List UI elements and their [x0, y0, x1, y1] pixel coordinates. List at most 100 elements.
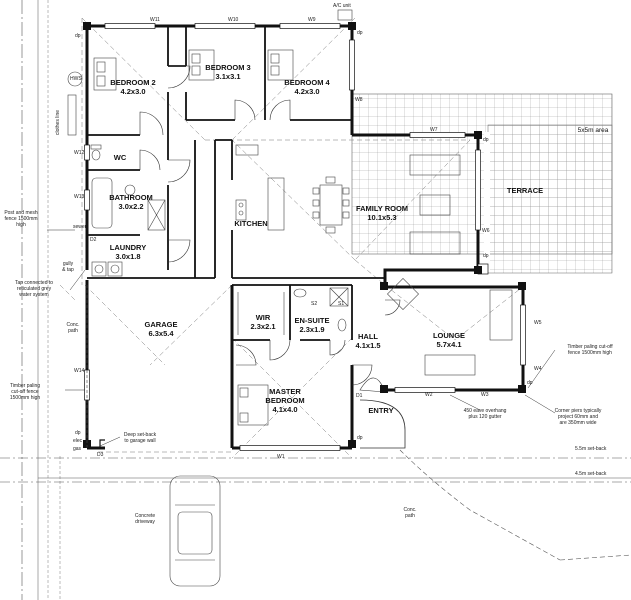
family-size: 10.1x5.3: [367, 213, 397, 222]
note-line: to garage wall: [124, 438, 156, 444]
setback-45: 4.5m set-back: [575, 471, 607, 477]
hws-note: HWS: [70, 76, 82, 82]
gully-note: gully& tap: [62, 261, 74, 273]
note-line: Corner piers typically: [554, 408, 602, 414]
wir-size: 2.3x2.1: [250, 322, 276, 331]
tag-w10: W10: [228, 17, 239, 23]
tag-w9: W9: [308, 17, 316, 23]
bedroom3-name: BEDROOM 3: [205, 63, 251, 72]
note-line: gully: [62, 261, 74, 267]
ensuite-name: EN-SUITE: [294, 316, 330, 325]
note-line: Concrete: [134, 513, 156, 519]
bedroom4-name: BEDROOM 4: [284, 78, 330, 87]
tag-w7: W7: [430, 127, 438, 133]
tag-dp7: dp: [75, 430, 81, 436]
wc-label: WC: [114, 153, 127, 162]
note-line: path: [405, 513, 415, 519]
garage-step: [87, 439, 105, 449]
garage-name: GARAGE: [144, 320, 178, 329]
tag-d2: D2: [90, 237, 97, 243]
terrace-label: TERRACE: [507, 186, 543, 195]
tag-w4: W4: [534, 366, 542, 372]
garage-size: 6.3x5.4: [148, 329, 174, 338]
tag-w11: W11: [150, 17, 160, 23]
note-line: reticulated grey: [16, 286, 52, 292]
note-line: Post and mesh: [4, 210, 38, 216]
note-line: fence 1500mm high: [568, 350, 612, 356]
tag-dp4: dp: [483, 253, 489, 259]
lounge-size: 5.7x4.1: [436, 340, 462, 349]
kitchen-name: KITCHEN: [234, 219, 268, 228]
note-line: driveway: [135, 519, 155, 525]
note-line: & tap: [62, 267, 74, 273]
entry-porch: [359, 399, 406, 449]
note-line: high: [16, 222, 26, 228]
note-line: plus 120 gutter: [468, 414, 502, 420]
clothes-note: clothes line: [55, 109, 61, 135]
hall-size: 4.1x1.5: [355, 341, 381, 350]
wir-name: WIR: [255, 313, 271, 322]
tag-w13: W13: [74, 194, 85, 200]
tag-d3: D3: [97, 452, 104, 458]
tag-dp1: dp: [75, 33, 81, 39]
kitchen-label: KITCHEN: [234, 219, 267, 228]
entry-name: ENTRY: [368, 406, 394, 415]
tag-sewer: sewer: [73, 224, 87, 230]
note-line: Tap connected to: [14, 280, 54, 286]
tag-w5: W5: [534, 320, 542, 326]
laundry-size: 3.0x1.8: [115, 252, 141, 261]
note-line: are 350mm wide: [559, 420, 597, 426]
wc-name: WC: [113, 153, 127, 162]
doors: [139, 65, 401, 393]
tag-dp2: dp: [357, 30, 363, 36]
bathroom-name: BATHROOM: [109, 193, 153, 202]
bedroom2-name: BEDROOM 2: [110, 78, 156, 87]
tag-w1: W1: [277, 454, 285, 460]
note-line: project 60mm and: [557, 414, 599, 420]
note-line: path: [68, 328, 78, 334]
ac-note: A/C unit: [333, 3, 351, 9]
tag-w6: W6: [482, 228, 490, 234]
tag-w2: W2: [425, 392, 433, 398]
tag-gas: gas: [73, 446, 82, 452]
master-size: 4.1x4.0: [272, 405, 298, 414]
note-line: 450 eave overhang: [463, 408, 507, 414]
family-name: FAMILY ROOM: [355, 204, 409, 213]
conc-path-left-note: Conc.path: [66, 322, 79, 334]
tag-w3: W3: [481, 392, 489, 398]
master-name: MASTER: [269, 387, 301, 396]
conc-path-right-note: Conc.path: [403, 507, 416, 519]
tag-d1: D1: [356, 393, 363, 399]
bedroom4-size: 4.2x3.0: [294, 87, 320, 96]
hall-name: HALL: [358, 332, 378, 341]
note-line: 1500mm high: [9, 395, 41, 401]
note-line: Deep set-back: [123, 432, 157, 438]
note-line: Timber paling cut-off: [567, 344, 613, 350]
terrace-area-label: 5x5m area: [578, 126, 609, 135]
bedroom3-size: 3.1x3.1: [215, 72, 241, 81]
interior-walls: [87, 26, 385, 341]
bedroom2-size: 4.2x3.0: [120, 87, 146, 96]
terrace-paving: [351, 93, 613, 274]
note-line: Conc.: [66, 322, 80, 328]
tag-w8: W8: [355, 97, 363, 103]
setback-55: 5.5m set-back: [575, 446, 607, 452]
leader-lines: [47, 229, 556, 447]
note-line: Timber paling: [9, 383, 41, 389]
note-line: fence 1500mm: [4, 216, 38, 222]
lounge-name: LOUNGE: [432, 331, 466, 340]
note-line: water system: [19, 292, 49, 298]
